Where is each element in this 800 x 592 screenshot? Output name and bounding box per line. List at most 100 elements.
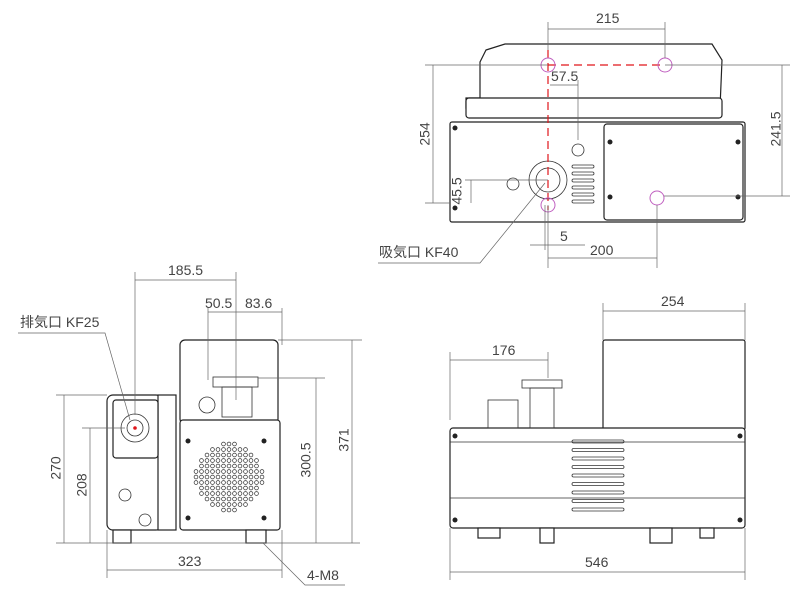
grille-hole [226,491,232,496]
dim-50-5: 50.5 [205,295,233,311]
grille-hole [210,474,215,480]
grille-hole [237,480,243,485]
grille-hole [237,447,243,452]
grille-hole [254,463,259,469]
fan-grille [193,441,265,513]
grille-hole [199,491,204,496]
grille-hole [248,480,254,485]
grille-hole [237,452,243,458]
grille-hole [221,441,226,447]
grille-hole [221,474,226,480]
top-view-cover-base [465,97,723,119]
grille-hole [193,469,199,474]
vent-slot [571,473,625,478]
grille-hole [259,480,265,485]
grille-hole [226,441,232,447]
grille-hole [215,485,221,491]
grille-hole [204,491,210,496]
grille-hole [215,502,221,507]
grille-hole [215,452,221,458]
dim-254-top: 254 [416,122,433,146]
grille-hole [210,491,215,496]
vent-slot [571,482,625,486]
grille-hole [243,447,248,452]
grille-hole [226,447,232,452]
grille-hole [237,485,243,491]
grille-hole [254,485,259,491]
grille-hole [248,485,254,491]
grille-hole [226,480,232,485]
grille-hole [232,507,237,513]
dim-185-5: 185.5 [168,262,204,278]
grille-hole [193,474,199,480]
grille-hole [226,474,232,480]
grille-hole [254,469,259,474]
grille-hole [215,458,221,463]
dim-323: 323 [178,553,202,569]
grille-hole [237,469,243,474]
grille-hole [237,463,243,469]
grille-hole [232,491,237,496]
inlet-port-label: 吸気口 KF40 [379,244,459,260]
dim-176: 176 [492,342,516,358]
grille-hole [254,458,259,463]
vent-slot [571,507,625,512]
vent-slots [571,164,595,204]
grille-hole [232,485,237,491]
grille-hole [221,447,226,452]
grille-hole [210,496,215,502]
grille-hole [221,491,226,496]
grille-hole [243,480,248,485]
grille-hole [248,474,254,480]
grille-hole [204,458,210,463]
grille-hole [210,502,215,507]
mount-thread-label: 4-M8 [307,567,339,583]
grille-hole [204,480,210,485]
grille-hole [243,452,248,458]
grille-hole [210,480,215,485]
grille-hole [199,463,204,469]
front-side-plate [157,394,177,531]
dim-5: 5 [560,228,568,244]
grille-hole [232,469,237,474]
grille-hole [215,469,221,474]
front-view [18,272,362,586]
grille-hole [243,496,248,502]
grille-hole [248,458,254,463]
grille-hole [210,452,215,458]
dim-371: 371 [335,428,352,452]
grille-hole [199,485,204,491]
grille-hole [210,463,215,469]
grille-hole [215,463,221,469]
grille-hole [226,458,232,463]
vent-slot [571,456,625,461]
grille-hole [226,463,232,469]
grille-hole [243,485,248,491]
grille-hole [204,485,210,491]
grille-hole [248,469,254,474]
side-view [449,303,746,580]
grille-hole [199,469,204,474]
grille-hole [243,469,248,474]
grille-hole [237,502,243,507]
grille-hole [226,507,232,513]
grille-hole [210,458,215,463]
gas-ballast-knob [506,177,520,191]
grille-hole [204,452,210,458]
dim-208: 208 [73,473,90,497]
grille-hole [232,447,237,452]
side-vent-slots [571,439,625,512]
top-view-motor-panel [603,123,744,221]
top-view [378,22,790,268]
grille-hole [259,469,265,474]
dim-300-5: 300.5 [297,442,314,478]
grille-hole [199,458,204,463]
grille-hole [210,447,215,452]
grille-hole [232,458,237,463]
grille-hole [215,447,221,452]
dim-546: 546 [585,554,609,570]
exhaust-port-label: 排気口 KF25 [20,314,100,330]
grille-hole [226,496,232,502]
grille-hole [204,463,210,469]
